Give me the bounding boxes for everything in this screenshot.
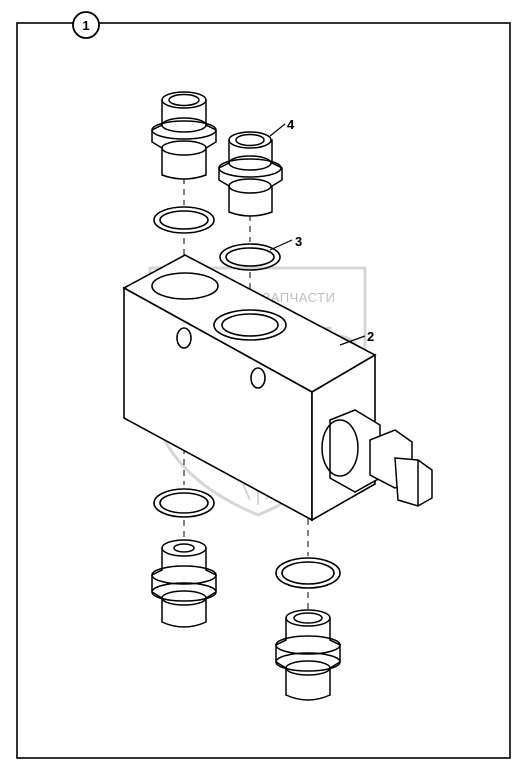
fitting-upper-left — [151, 91, 217, 180]
figure-number-badge: 1 — [72, 11, 100, 39]
figure-number: 1 — [82, 18, 89, 33]
o-ring-upper-right — [219, 243, 281, 271]
callout-3: 3 — [295, 234, 302, 249]
callout-leaders — [269, 123, 366, 346]
fitting-lower-right — [275, 609, 341, 701]
side-adjuster-plug — [321, 409, 433, 507]
o-ring-lower-left — [153, 488, 215, 518]
diagram-frame — [16, 22, 511, 759]
o-ring-upper-left — [153, 206, 215, 234]
fitting-lower-left — [151, 539, 217, 628]
fitting-upper-right — [218, 131, 283, 217]
callout-4: 4 — [287, 117, 295, 132]
callout-2: 2 — [367, 329, 374, 344]
o-ring-lower-right — [275, 557, 341, 589]
valve-block — [122, 254, 377, 522]
